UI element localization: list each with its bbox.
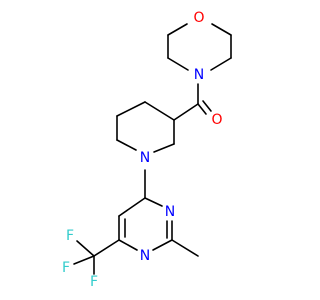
bond <box>173 103 199 121</box>
bond <box>167 57 189 71</box>
pyrimidine-n1-label: N <box>165 204 175 220</box>
fluorine-label-2: F <box>62 260 70 276</box>
fluorine-label-3: F <box>90 274 98 290</box>
bond <box>202 100 212 112</box>
bond <box>153 143 175 153</box>
bond <box>167 23 188 36</box>
piperidine-nitrogen-label: N <box>140 150 150 166</box>
pyrimidine-n3-label: N <box>140 248 150 264</box>
fluorine-label-1: F <box>66 228 74 244</box>
molecule-diagram: O N O N N N F F F <box>62 10 232 290</box>
bond <box>116 101 146 117</box>
bond <box>210 57 232 71</box>
bond <box>93 239 120 257</box>
morpholine-nitrogen-label: N <box>194 67 204 83</box>
bond <box>152 239 173 251</box>
bond <box>116 139 137 151</box>
bond <box>144 197 163 207</box>
bond <box>211 23 232 36</box>
bond <box>171 239 199 257</box>
structure-canvas: O N O N N N F F F <box>62 10 232 290</box>
bond <box>118 239 138 251</box>
carbonyl-oxygen-label: O <box>211 112 222 128</box>
bond <box>73 255 95 265</box>
morpholine-oxygen-label: O <box>193 10 204 26</box>
bond <box>76 240 95 257</box>
bond <box>118 197 146 217</box>
bond <box>144 101 175 121</box>
bond <box>197 103 207 115</box>
